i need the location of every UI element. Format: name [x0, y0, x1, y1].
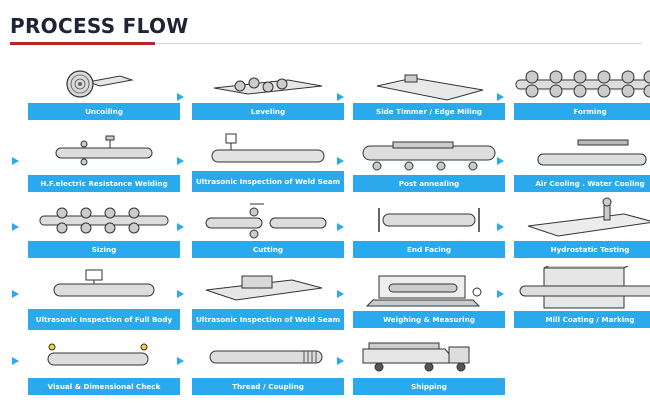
hydrostatic-test-illustration: [527, 197, 650, 237]
step-hf-welding: H.F.electric Resistance Welding: [28, 130, 180, 192]
weld-pipe-illustration: [55, 135, 153, 166]
step-weighing: Weighing & Measuring: [353, 266, 505, 328]
step-visual-check: Visual & Dimensional Check: [28, 333, 180, 395]
end-facing-illustration: [378, 208, 480, 232]
step-ut-full-body: Ultrasonic Inspection of Full Body: [28, 262, 180, 330]
flow-arrow-icon: [12, 357, 19, 365]
flow-arrow-icon: [337, 357, 344, 365]
ut-probe-illustration: [211, 133, 325, 163]
step-label: Post annealing: [353, 175, 505, 192]
flow-arrow-icon: [12, 157, 19, 165]
flow-arrow-icon: [177, 157, 184, 165]
step-mill-coating: Mill Coating / Marking: [514, 266, 650, 328]
flow-arrow-icon: [337, 93, 344, 101]
step-label: Visual & Dimensional Check: [28, 378, 180, 395]
weighing-scale-illustration: [365, 275, 482, 307]
step-label: Weighing & Measuring: [353, 311, 505, 328]
step-shipping: Shipping: [353, 333, 505, 395]
step-label: Ultrasonic Inspection of Weld Seam: [192, 171, 344, 192]
step-label: End Facing: [353, 241, 505, 258]
flow-arrow-icon: [337, 157, 344, 165]
flow-arrow-icon: [177, 223, 184, 231]
step-label: H.F.electric Resistance Welding: [28, 175, 180, 192]
step-label: Ultrasonic Inspection of Weld Seam: [192, 309, 344, 330]
step-cutting: Cutting: [192, 196, 344, 258]
flow-arrow-icon: [177, 290, 184, 298]
step-side-trimmer: Side Timmer / Edge Miling: [353, 58, 505, 120]
cutting-saw-illustration: [205, 203, 327, 239]
visual-check-illustration: [47, 343, 149, 366]
flow-arrow-icon: [12, 290, 19, 298]
step-air-cooling: Air Cooling . Water Cooling: [514, 130, 650, 192]
step-end-facing: End Facing: [353, 196, 505, 258]
flow-arrow-icon: [337, 223, 344, 231]
page-title: PROCESS FLOW: [10, 14, 189, 38]
flow-arrow-icon: [177, 93, 184, 101]
step-uncoiling: Uncoiling: [28, 58, 180, 120]
coating-booth-illustration: [519, 266, 650, 309]
step-leveling: Leveling: [192, 58, 344, 120]
step-label: Cutting: [192, 241, 344, 258]
step-ut-weld-seam: Ultrasonic Inspection of Weld Seam: [192, 126, 344, 192]
step-label: Side Timmer / Edge Miling: [353, 103, 505, 120]
step-sizing: Sizing: [28, 196, 180, 258]
title-underline: [10, 42, 155, 45]
step-label: Forming: [514, 103, 650, 120]
step-hydrostatic: Hydrostatic Testing: [514, 196, 650, 258]
step-label: Shipping: [353, 378, 505, 395]
step-label: Uncoiling: [28, 103, 180, 120]
flow-arrow-icon: [497, 223, 504, 231]
step-label: Thread / Coupling: [192, 378, 344, 395]
title-divider: [10, 43, 642, 44]
coil-illustration: [66, 70, 134, 98]
ut-seam-illustration: [205, 275, 323, 301]
step-forming: Forming: [514, 58, 650, 120]
flow-arrow-icon: [177, 357, 184, 365]
step-label: Hydrostatic Testing: [514, 241, 650, 258]
forming-rolls-illustration: [515, 70, 650, 98]
step-label: Sizing: [28, 241, 180, 258]
flow-arrow-icon: [337, 290, 344, 298]
sizing-rolls-illustration: [39, 207, 169, 234]
step-label: Mill Coating / Marking: [514, 311, 650, 328]
truck-illustration: [362, 342, 470, 372]
step-label: Air Cooling . Water Cooling: [514, 175, 650, 192]
flow-arrow-icon: [497, 290, 504, 298]
step-post-annealing: Post annealing: [353, 130, 505, 192]
cooling-pipe-illustration: [537, 139, 647, 166]
step-ut-weld-seam-2: Ultrasonic Inspection of Weld Seam: [192, 262, 344, 330]
leveling-rollers-illustration: [213, 77, 323, 95]
step-label: Ultrasonic Inspection of Full Body: [28, 309, 180, 330]
plate-trimmer-illustration: [376, 74, 484, 101]
ut-full-body-illustration: [53, 269, 155, 297]
threaded-pipe-illustration: [209, 350, 323, 364]
flow-arrow-icon: [12, 223, 19, 231]
step-thread-coupling: Thread / Coupling: [192, 333, 344, 395]
flow-arrow-icon: [497, 157, 504, 165]
step-label: Leveling: [192, 103, 344, 120]
annealing-furnace-illustration: [362, 141, 496, 171]
flow-arrow-icon: [497, 93, 504, 101]
